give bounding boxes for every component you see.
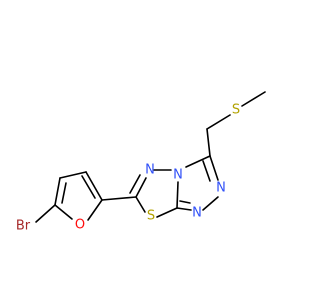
bond-n-bridge-c3 [185, 155, 211, 168]
bond-c4-c5 [54, 177, 61, 206]
bond-c3-n-right-upper [209, 155, 219, 181]
bond-c-n-top [135, 177, 147, 198]
atom-n-bridge-label: N [173, 168, 183, 183]
bond-c3-n-right-upper-double [202, 160, 211, 182]
atom-s-ring-label: S [147, 209, 155, 224]
bond-o-c2 [87, 199, 103, 221]
atom-o-label: O [75, 218, 85, 233]
atom-s-thioether-label: S [232, 103, 240, 118]
bond-c5-br [35, 204, 56, 223]
atom-n-right-upper-label: N [216, 181, 226, 196]
atom-br-label: Br [16, 219, 31, 234]
bond-n-right-lower-c-fused-double [179, 200, 191, 204]
bond-c2-c3 [85, 171, 103, 201]
bond-fused-c-n-bridge [176, 181, 179, 209]
atom-n-right-lower-label: N [192, 206, 202, 221]
molecule-structure-diagram: Br O S N N N N S [16, 91, 266, 234]
bond-c3-c4 [59, 171, 87, 179]
bond-c5-o [54, 204, 73, 220]
bond-c2-c3-inner [81, 175, 96, 199]
bond-furan-thiadiazole [101, 196, 137, 201]
bond-ch2-s [206, 114, 231, 130]
molecule-canvas: Br O S N N N N S [15, 91, 266, 234]
bond-c4-c5-inner [61, 182, 67, 204]
bonds [35, 91, 266, 223]
bond-c-s [135, 196, 146, 213]
bond-n-right-lower-c-fused [176, 207, 192, 211]
bond-c-n-top-double [129, 174, 141, 194]
bond-c3-ch2 [206, 128, 211, 157]
atom-labels: Br O S N N N N S [16, 103, 240, 234]
bond-s-c-fused [156, 207, 178, 218]
bond-n-n [202, 196, 219, 211]
bond-s-ch3 [241, 91, 266, 107]
atom-n-top-label: N [145, 163, 155, 178]
